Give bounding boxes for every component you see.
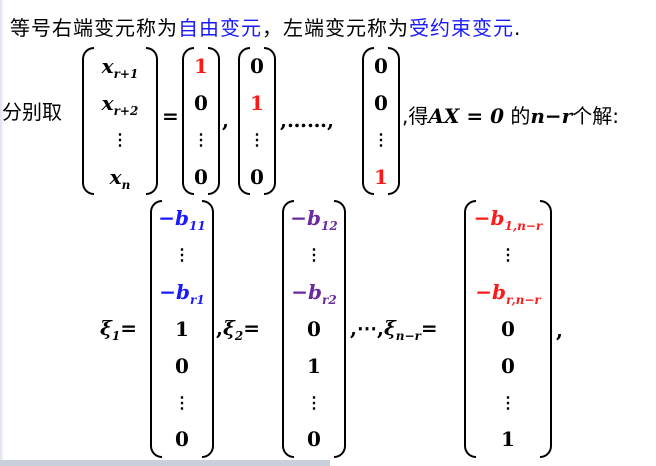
bottom-bar — [0, 460, 330, 466]
xi2-entry-r: −br2 — [291, 280, 337, 308]
equation-ax0: AX = 0 — [428, 104, 504, 128]
xi1-dots-2: ⋮ — [174, 392, 190, 412]
free-var-dots: ⋮ — [112, 129, 128, 149]
free-var-n: xn — [109, 164, 131, 192]
xi1-entry-r1: 1 — [175, 316, 189, 341]
v2-entry-1: 0 — [250, 53, 264, 78]
matrix-xi-1: −b11 ⋮ −br1 1 0 ⋮ 0 — [150, 200, 214, 458]
v3-entry-2: 0 — [374, 90, 388, 115]
xi2-entry-r2: 1 — [307, 353, 321, 378]
v1-entry-2: 0 — [194, 90, 208, 115]
text-take-values: 分别取 — [2, 100, 62, 124]
xi3-entry-1: −b1,n−r — [473, 206, 543, 234]
xi-2-label: ,ξ2= — [216, 316, 260, 343]
ellipsis: ,……, — [280, 108, 334, 132]
xi2-entry-r1: 0 — [307, 316, 321, 341]
text-n-minus-r: n−r — [530, 104, 573, 128]
v1-entry-n: 0 — [194, 164, 208, 189]
text-obtain: ,得 — [402, 104, 429, 128]
equals-sign: = — [162, 104, 179, 128]
xi2-dots-1: ⋮ — [306, 245, 322, 265]
xi1-dots-1: ⋮ — [174, 245, 190, 265]
matrix-value-1: 1 0 ⋮ 0 — [182, 47, 220, 195]
xi3-entry-r2: 0 — [501, 353, 515, 378]
matrix-xi-2: −b12 ⋮ −br2 0 1 ⋮ 0 — [282, 200, 346, 458]
v3-entry-n: 1 — [374, 164, 388, 189]
text-of: 的 — [504, 104, 531, 128]
xi1-entry-1: −b11 — [158, 206, 206, 234]
text-free-variables: 自由变元 — [178, 16, 262, 40]
xi-1-label: ξ1= — [100, 316, 137, 343]
xi2-dots-2: ⋮ — [306, 392, 322, 412]
final-comma: , — [556, 318, 563, 342]
xi3-entry-n: 1 — [501, 427, 515, 452]
matrix-xi-n-r: −b1,n−r ⋮ −br,n−r 0 0 ⋮ 1 — [464, 200, 552, 458]
slide-edge — [0, 0, 4, 466]
v2-entry-n: 0 — [250, 164, 264, 189]
free-var-2: xr+2 — [101, 90, 139, 118]
xi1-entry-n: 0 — [175, 427, 189, 452]
xi-n-r-label: ,⋯,ξn−r= — [350, 316, 438, 343]
xi3-entry-r1: 0 — [501, 316, 515, 341]
xi3-entry-r: −br,n−r — [475, 280, 541, 308]
v3-entry-1: 0 — [374, 53, 388, 78]
xi2-entry-n: 0 — [307, 427, 321, 452]
v3-entry-dots: ⋮ — [373, 129, 389, 149]
xi3-dots-1: ⋮ — [500, 245, 516, 265]
v1-entry-dots: ⋮ — [193, 129, 209, 149]
text-obtain-solutions: ,得AX = 0 的n−r个解: — [402, 100, 619, 129]
free-var-1: xr+1 — [101, 53, 139, 81]
xi2-entry-1: −b12 — [290, 206, 338, 234]
xi3-dots-2: ⋮ — [500, 392, 516, 412]
comma-1: , — [222, 108, 229, 132]
text-solutions: 个解: — [572, 104, 619, 128]
v2-entry-dots: ⋮ — [249, 129, 265, 149]
xi1-entry-r2: 0 — [175, 353, 189, 378]
xi1-entry-r: −br1 — [159, 280, 205, 308]
matrix-free-vars: xr+1 xr+2 ⋮ xn — [82, 47, 158, 195]
v1-entry-1: 1 — [194, 53, 208, 78]
text-left-side-vars: ，左端变元称为 — [262, 16, 409, 40]
text-period: . — [514, 16, 522, 40]
text-bound-variables: 受约束变元 — [409, 16, 514, 40]
line-free-bound-variables: 等号右端变元称为自由变元，左端变元称为受约束变元. — [10, 12, 521, 41]
matrix-value-3: 0 0 ⋮ 1 — [362, 47, 400, 195]
v2-entry-2: 1 — [250, 90, 264, 115]
matrix-value-2: 0 1 ⋮ 0 — [238, 47, 276, 195]
text-right-side-vars: 等号右端变元称为 — [10, 16, 178, 40]
